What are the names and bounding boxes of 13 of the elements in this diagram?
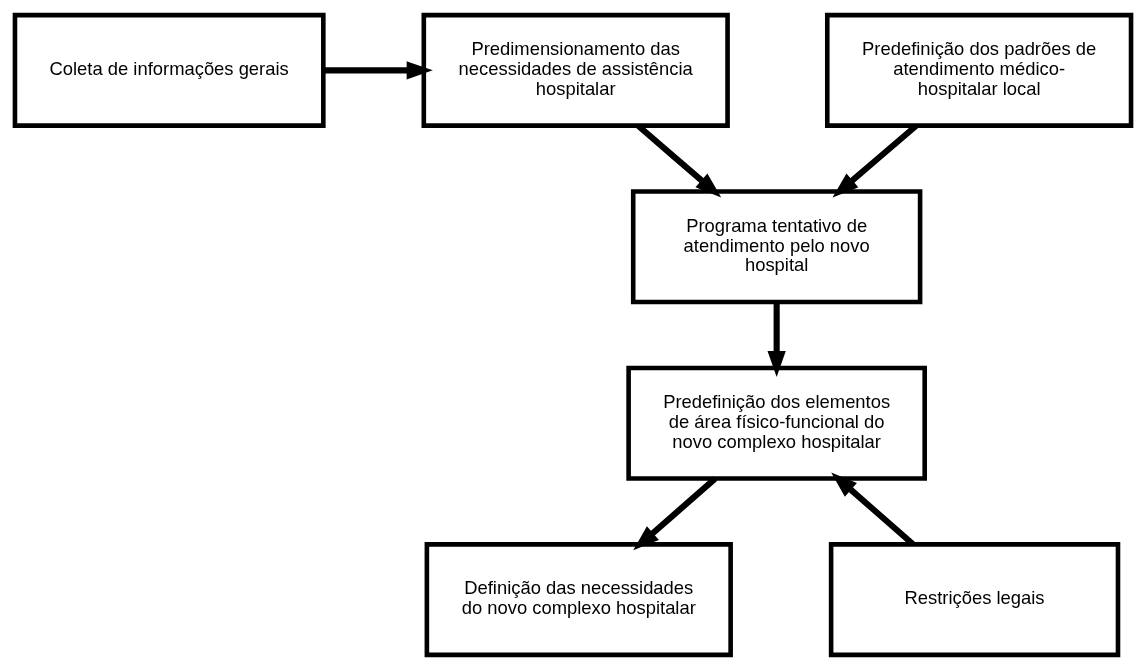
arrow [831, 472, 916, 547]
arrow [767, 301, 786, 377]
node-box: Definição das necessidades do novo complexo hospitalar [424, 541, 733, 657]
node-box: Restrições legais [828, 541, 1121, 657]
node-box: Programa tentativo de atendimento pelo novo hospital [630, 188, 923, 304]
node-box: Predimensionamento das necessidades de assistência hospitalar [421, 12, 730, 128]
arrow [636, 122, 722, 197]
arrow [832, 122, 919, 197]
arrow [323, 60, 433, 80]
node-box: Predefinição dos padrões de atendimento médico-hospitalar local [825, 12, 1134, 128]
arrow [633, 475, 718, 550]
node-box: Predefinição dos elementos de área físico-funcional do novo complexo hospitalar [626, 365, 927, 481]
node-box: Coleta de informações gerais [12, 12, 326, 128]
